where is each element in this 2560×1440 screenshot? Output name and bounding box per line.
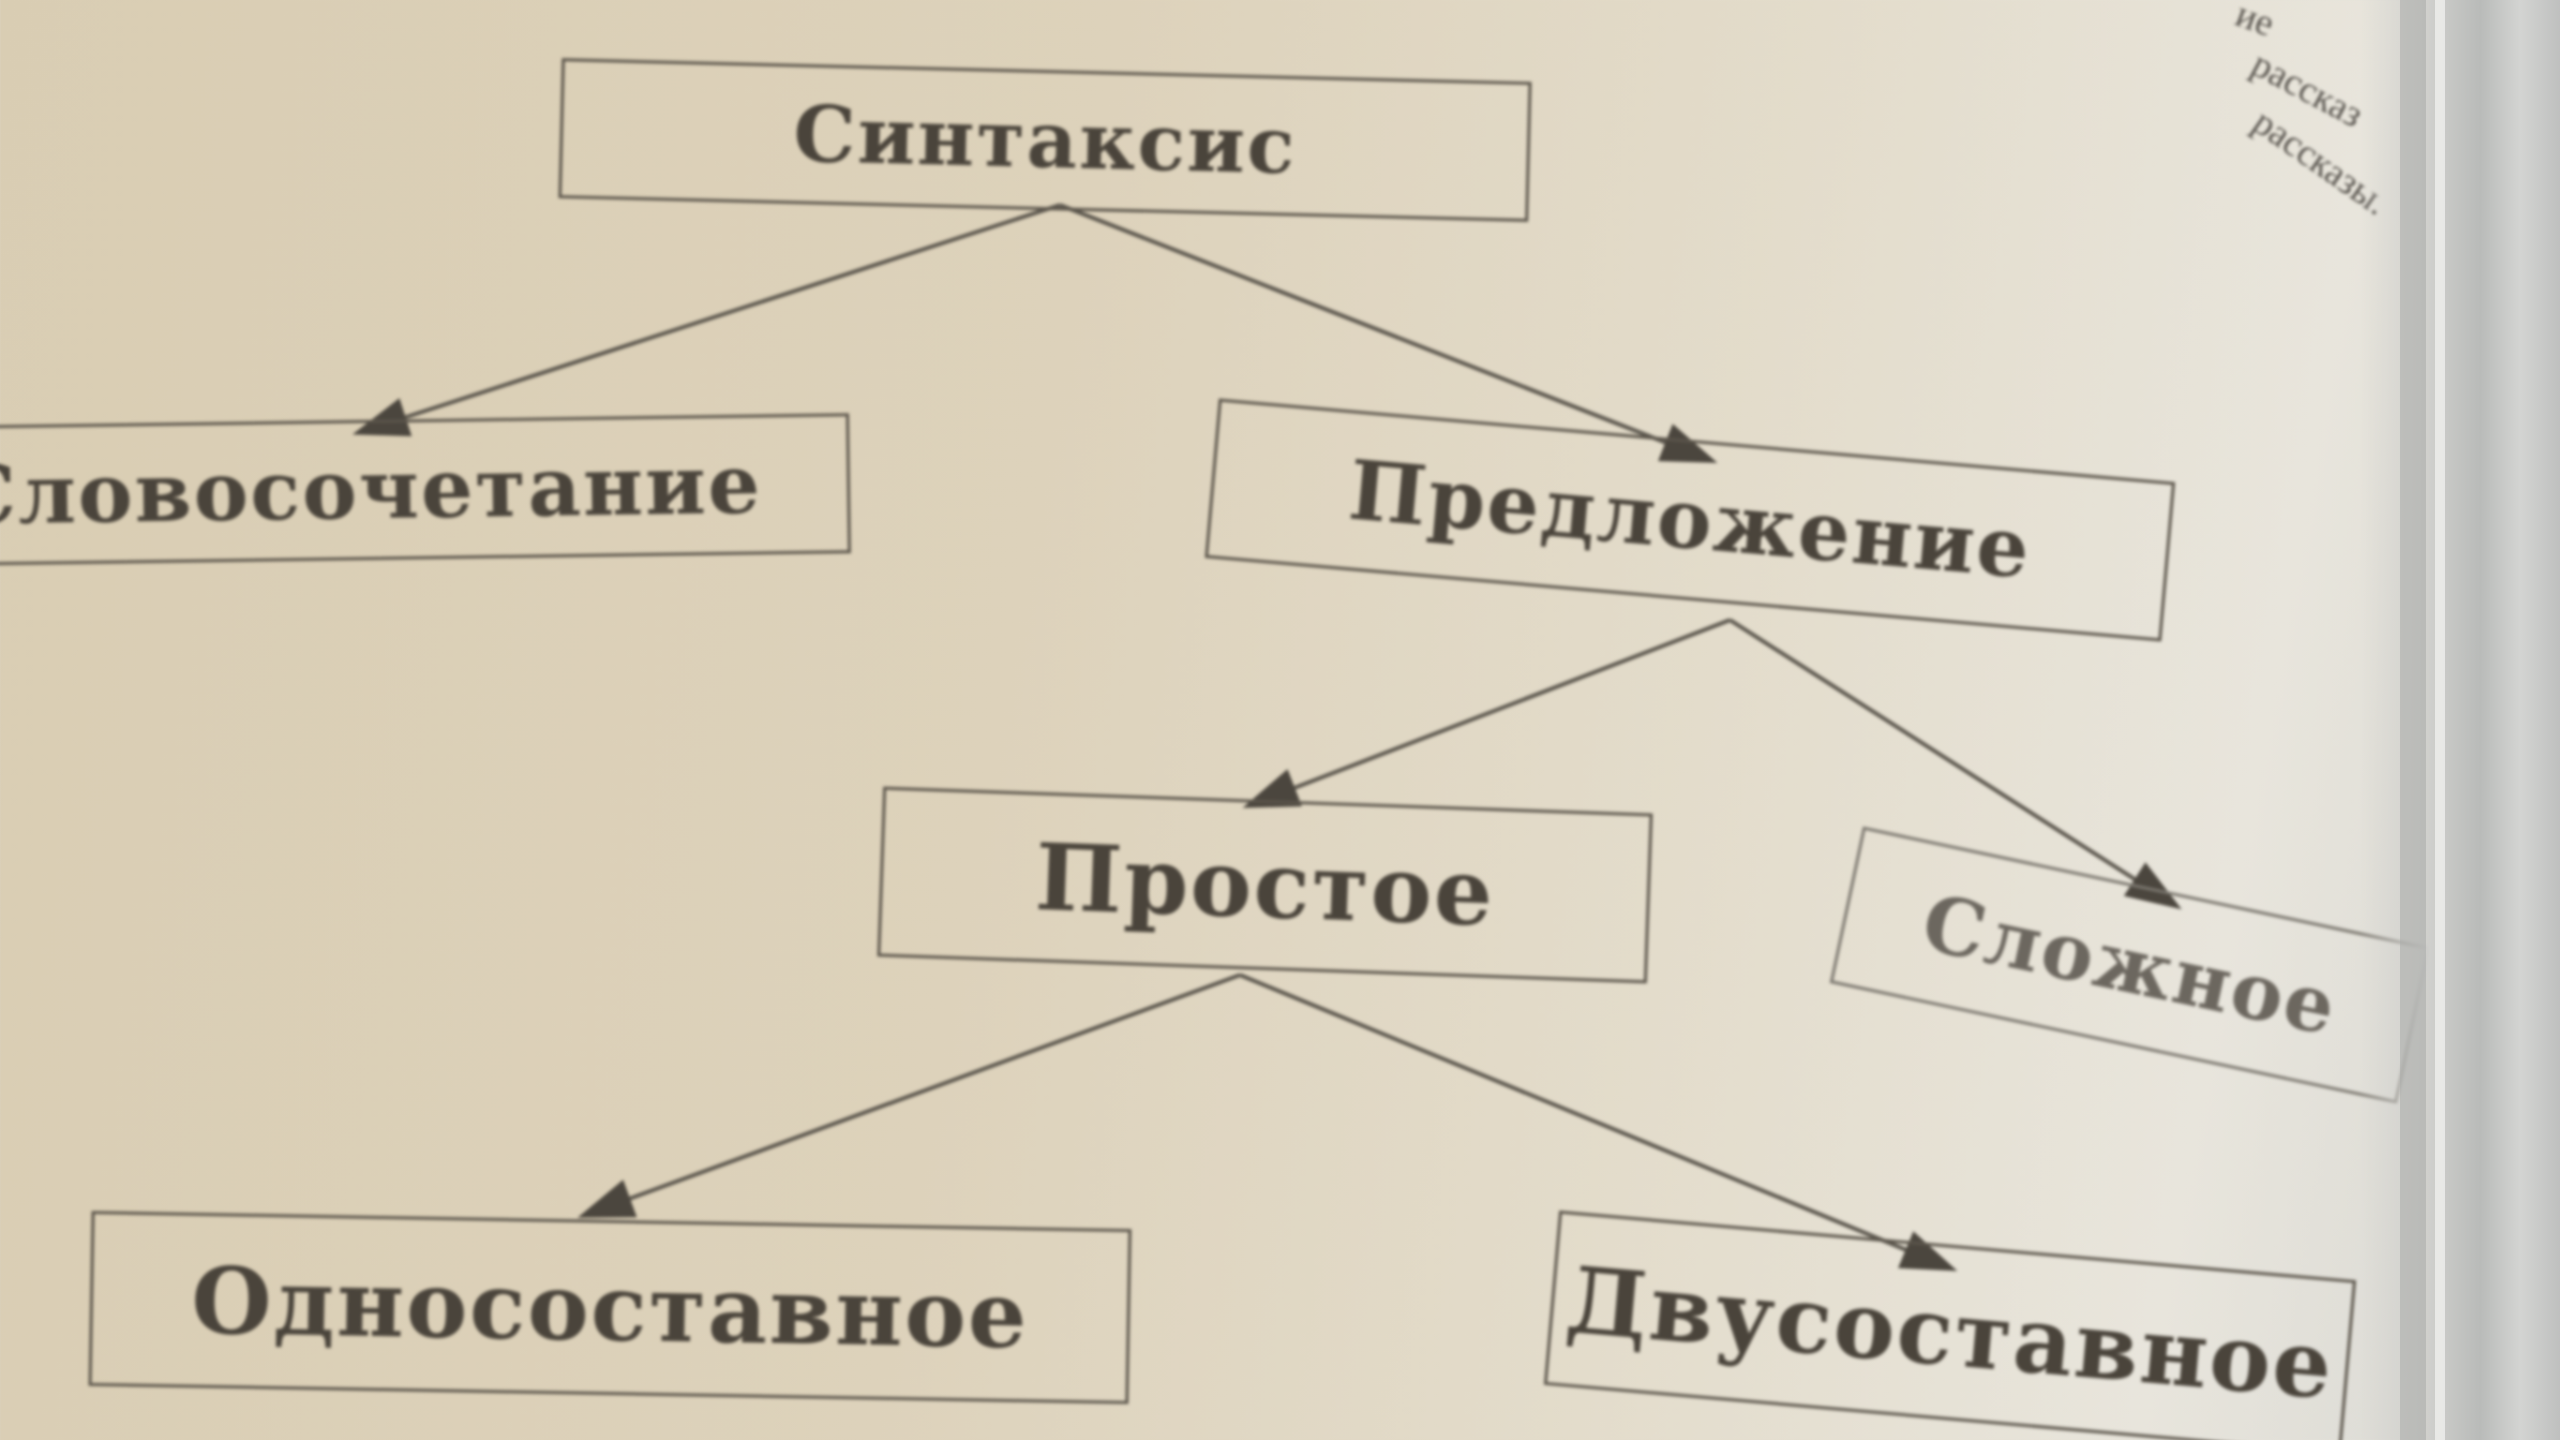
arrow-syntax-to-phrase xyxy=(352,203,1061,437)
node-label: Односоставное xyxy=(190,1246,1030,1369)
arrow-sentence-to-complex xyxy=(1728,618,2182,910)
arrow-syntax-to-sentence xyxy=(1059,203,1718,463)
arrow-simple-to-one-part xyxy=(577,973,1241,1218)
node-simple: Простое xyxy=(877,786,1653,984)
node-label: Простое xyxy=(1033,823,1497,947)
node-label: Двусоставное xyxy=(1561,1245,2339,1420)
arrow-sentence-to-simple xyxy=(1242,618,1731,808)
binding-highlight xyxy=(2435,0,2445,1440)
node-label: Синтаксис xyxy=(792,88,1298,192)
node-syntax: Синтаксис xyxy=(558,58,1532,222)
binding-shadow xyxy=(2400,0,2426,1440)
node-one-part: Односоставное xyxy=(88,1210,1132,1405)
arrow-simple-to-two-part xyxy=(1239,973,1958,1272)
node-label: Предложение xyxy=(1345,442,2035,598)
node-label: Словосочетание xyxy=(0,436,763,544)
book-binding xyxy=(2360,0,2560,1440)
node-phrase: Словосочетание xyxy=(0,413,851,567)
